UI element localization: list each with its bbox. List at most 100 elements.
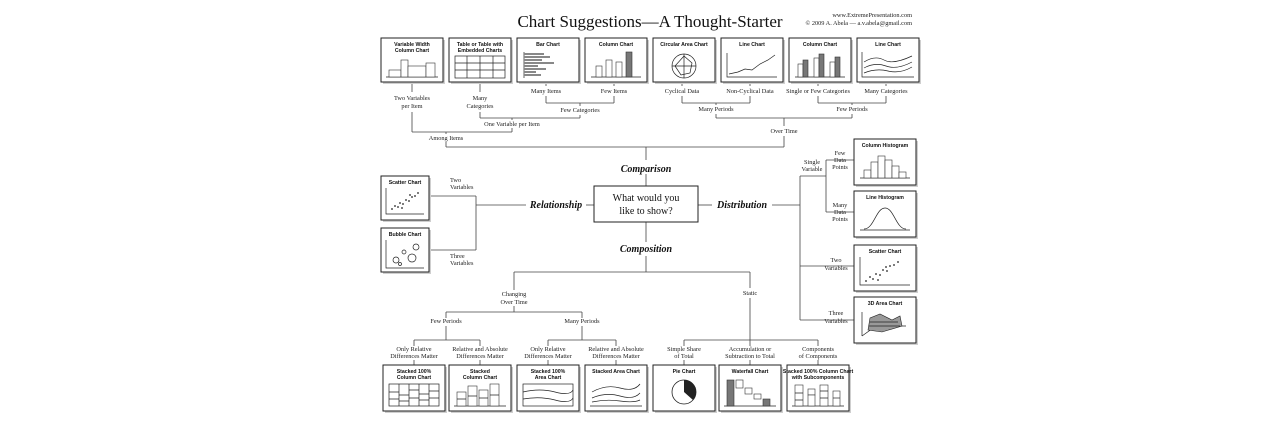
thumb-line-histogram: Line Histogram [853, 190, 918, 239]
svg-text:Subtraction to Total: Subtraction to Total [725, 353, 775, 360]
svg-text:Components: Components [802, 346, 834, 353]
thumb-table-embedded: Table or Table with Embedded Charts [448, 37, 513, 84]
thumb-column-chart-1: Column Chart [584, 37, 649, 84]
svg-text:Accumulation or: Accumulation or [729, 346, 772, 353]
svg-text:Among Items: Among Items [429, 135, 464, 142]
svg-text:Few Items: Few Items [601, 88, 628, 95]
svg-text:Line Chart: Line Chart [875, 42, 901, 48]
center-question-line1: What would you [613, 193, 680, 204]
svg-text:Differences Matter: Differences Matter [524, 353, 573, 360]
thumb-pie-chart: Pie Chart [652, 364, 717, 413]
thumb-stacked-area: Stacked Area Chart [584, 364, 649, 413]
relationship-label: Relationship [529, 200, 582, 211]
comparison-label: Comparison [621, 164, 672, 175]
svg-text:Variables: Variables [824, 265, 848, 272]
rel-three-2: Variables [450, 260, 474, 267]
svg-text:Changing: Changing [502, 291, 527, 298]
svg-text:Many Periods: Many Periods [564, 318, 600, 325]
svg-text:Stacked 100%: Stacked 100% [397, 369, 432, 375]
comparison-labels: Two Variables per Item Many Categories M… [394, 88, 908, 142]
thumb-3d-area: 3D Area Chart [853, 296, 918, 345]
thumb-scatter-relationship: Scatter Chart [380, 175, 431, 222]
svg-text:Variable: Variable [802, 166, 823, 173]
site-url: www.ExtremePresentation.com [832, 12, 912, 19]
composition-label: Composition [620, 244, 673, 255]
svg-text:Embedded Charts: Embedded Charts [458, 48, 503, 54]
composition-labels: Changing Over Time Static Few Periods Ma… [390, 290, 838, 360]
svg-text:Few Periods: Few Periods [836, 106, 868, 113]
svg-text:Many Categories: Many Categories [864, 88, 908, 95]
svg-text:Scatter Chart: Scatter Chart [869, 249, 902, 255]
svg-text:Two Variables: Two Variables [394, 95, 431, 102]
thumb-stacked-100-column: Stacked 100% Column Chart [382, 364, 447, 413]
svg-text:Two: Two [830, 257, 841, 264]
connector-lines [411, 82, 887, 365]
thumb-column-chart-2: Column Chart [788, 37, 853, 84]
svg-text:Line Chart: Line Chart [739, 42, 765, 48]
thumb-bubble-chart: Bubble Chart [380, 227, 431, 274]
svg-text:Pie Chart: Pie Chart [673, 369, 696, 375]
svg-text:Non-Cyclical Data: Non-Cyclical Data [726, 88, 774, 95]
svg-text:Few: Few [835, 150, 846, 157]
thumb-column-histogram: Column Histogram [853, 138, 918, 187]
svg-text:Column Chart: Column Chart [463, 375, 498, 381]
svg-text:Column Chart: Column Chart [395, 48, 430, 54]
svg-text:Points: Points [832, 164, 848, 171]
svg-text:Cyclical Data: Cyclical Data [665, 88, 700, 95]
svg-text:Area Chart: Area Chart [535, 375, 562, 381]
thumb-stacked-100-area: Stacked 100% Area Chart [516, 364, 581, 413]
svg-text:Only Relative: Only Relative [396, 346, 431, 353]
thumb-circular-area: Circular Area Chart [652, 37, 717, 84]
thumb-variable-width-column: Variable Width Column Chart [380, 37, 445, 84]
svg-text:Relative and Absolute: Relative and Absolute [588, 346, 644, 353]
svg-text:Many Items: Many Items [531, 88, 562, 95]
svg-text:Differences Matter: Differences Matter [456, 353, 505, 360]
svg-text:Column Chart: Column Chart [803, 42, 838, 48]
svg-text:of Components: of Components [799, 353, 838, 360]
svg-text:Scatter Chart: Scatter Chart [389, 180, 422, 186]
svg-text:Single: Single [804, 159, 820, 166]
svg-text:Stacked: Stacked [470, 369, 490, 375]
thumb-bar-chart: Bar Chart [516, 37, 581, 84]
center-question-box [593, 185, 699, 223]
svg-text:One Variable per Item: One Variable per Item [484, 121, 540, 128]
svg-text:Relative and Absolute: Relative and Absolute [452, 346, 508, 353]
svg-text:Categories: Categories [467, 103, 494, 110]
svg-text:Line Histogram: Line Histogram [866, 195, 904, 201]
svg-text:Few Periods: Few Periods [430, 318, 462, 325]
copyright: © 2009 A. Abela — a.v.abela@gmail.com [805, 20, 912, 27]
svg-text:Data: Data [834, 209, 846, 216]
thumb-line-chart-1: Line Chart [720, 37, 785, 84]
svg-text:Column Chart: Column Chart [397, 375, 432, 381]
svg-text:Single or Few Categories: Single or Few Categories [786, 88, 850, 95]
svg-text:Data: Data [834, 157, 846, 164]
thumb-scatter-distribution: Scatter Chart [853, 244, 918, 293]
page-title: Chart Suggestions—A Thought-Starter [517, 12, 782, 31]
center-question-line2: like to show? [619, 206, 673, 217]
svg-text:Many: Many [833, 202, 849, 209]
svg-text:with Subcomponents: with Subcomponents [791, 375, 845, 381]
svg-text:Simple Share: Simple Share [667, 346, 701, 353]
svg-text:Column Histogram: Column Histogram [862, 143, 909, 149]
svg-text:Column Chart: Column Chart [599, 42, 634, 48]
svg-text:Differences Matter: Differences Matter [390, 353, 439, 360]
svg-text:Variables: Variables [824, 318, 848, 325]
thumb-waterfall: Waterfall Chart [718, 364, 783, 413]
svg-text:Table or Table with: Table or Table with [457, 42, 503, 48]
rel-two-2: Variables [450, 184, 474, 191]
svg-text:3D Area Chart: 3D Area Chart [868, 301, 903, 307]
distribution-labels: Single Variable Few Data Points Many Dat… [802, 150, 849, 325]
thumb-stacked-column: Stacked Column Chart [448, 364, 513, 413]
svg-text:Variable Width: Variable Width [394, 42, 430, 48]
svg-text:Waterfall Chart: Waterfall Chart [732, 369, 769, 375]
svg-text:Three: Three [829, 310, 844, 317]
rel-three-1: Three [450, 253, 465, 260]
distribution-label: Distribution [716, 200, 767, 211]
svg-text:Points: Points [832, 216, 848, 223]
thumb-line-chart-2: Line Chart [856, 37, 921, 84]
svg-text:Bubble Chart: Bubble Chart [389, 232, 422, 238]
svg-text:Only Relative: Only Relative [530, 346, 565, 353]
svg-text:Bar Chart: Bar Chart [536, 42, 560, 48]
svg-text:Stacked 100% Column Chart: Stacked 100% Column Chart [783, 369, 854, 375]
